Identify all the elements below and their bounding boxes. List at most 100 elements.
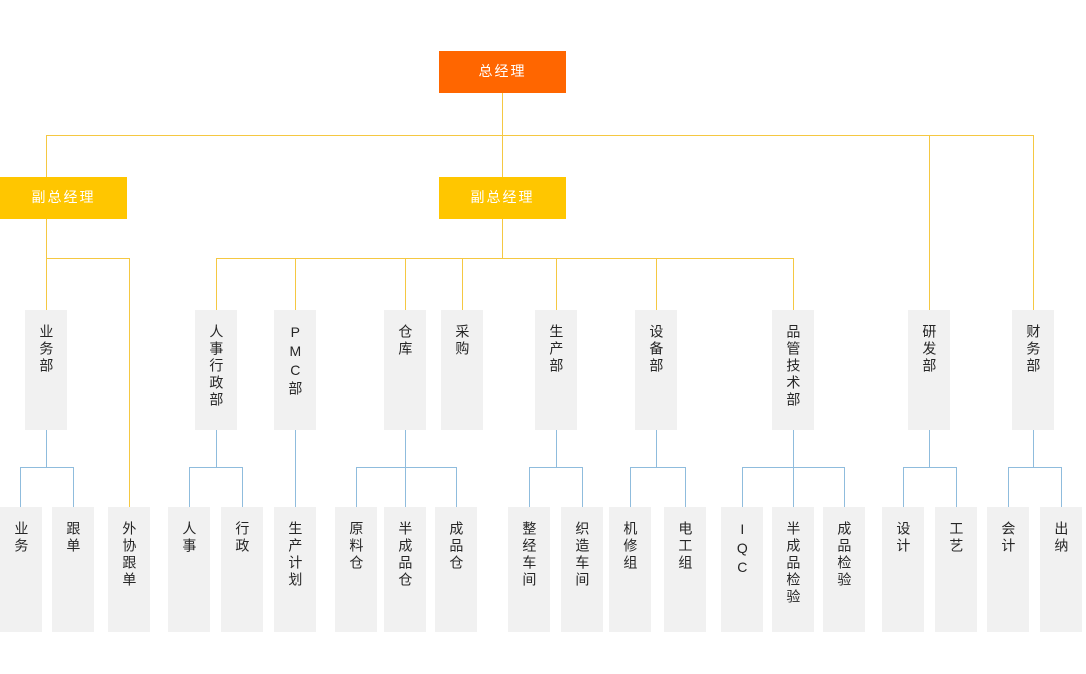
node-merchandising[interactable]: 跟单: [52, 507, 94, 632]
node-label: 设备部: [648, 324, 665, 375]
node-rd-dept[interactable]: 研发部: [908, 310, 950, 430]
connector-hr-admin-bus: [189, 467, 242, 468]
connector-dgm-mid-to-warehouse: [405, 258, 406, 310]
connector-dgm-left-to-sales-dept: [46, 258, 47, 310]
node-label: 业务部: [38, 324, 55, 375]
node-label: 财务部: [1025, 324, 1042, 375]
node-warping-shop[interactable]: 整经车间: [508, 507, 550, 632]
connector-pmc-to-prod-plan: [295, 430, 296, 507]
connector-dgm-mid-bus: [216, 258, 794, 259]
connector-qa-tech-to-semi-inspect: [793, 467, 794, 507]
connector-finance-to-accounting: [1008, 467, 1009, 507]
connector-dgm-mid-to-purchasing: [462, 258, 463, 310]
connector-warehouse-to-raw: [356, 467, 357, 507]
node-iqc[interactable]: IQC: [721, 507, 763, 632]
node-hr-admin-dept[interactable]: 人事行政部: [195, 310, 237, 430]
connector-equipment-bus: [630, 467, 685, 468]
node-equipment-dept[interactable]: 设备部: [635, 310, 677, 430]
node-label: 成品检验: [836, 521, 853, 589]
connector-dgm-mid-to-pmc: [295, 258, 296, 310]
connector-dgm-mid-to-hr-admin: [216, 258, 217, 310]
node-design[interactable]: 设计: [882, 507, 924, 632]
node-cashier[interactable]: 出纳: [1040, 507, 1082, 632]
node-pmc-dept[interactable]: PMC部: [274, 310, 316, 430]
connector-rd-bus: [903, 467, 956, 468]
node-label: IQC: [734, 521, 751, 578]
node-label: 半成品仓: [397, 521, 414, 589]
node-label: PMC部: [287, 324, 304, 398]
node-fin-inspect[interactable]: 成品检验: [823, 507, 865, 632]
connector-sales-dept-stem: [46, 430, 47, 467]
connector-sales-dept-to-sales: [20, 467, 21, 507]
node-label: 成品仓: [448, 521, 465, 572]
connector-dgm-mid-to-equipment: [656, 258, 657, 310]
node-label: 织造车间: [574, 521, 591, 589]
node-finance-dept[interactable]: 财务部: [1012, 310, 1054, 430]
connector-finance-bus: [1008, 467, 1061, 468]
node-raw-warehouse[interactable]: 原料仓: [335, 507, 377, 632]
node-label: 设计: [895, 521, 912, 555]
node-label: 跟单: [65, 521, 82, 555]
node-label: 采购: [454, 324, 471, 358]
connector-qa-tech-stem: [793, 430, 794, 467]
node-label: 生产计划: [287, 521, 304, 589]
connector-equipment-to-mech: [630, 467, 631, 507]
connector-rd-stem: [929, 430, 930, 467]
connector-rd-to-design: [903, 467, 904, 507]
node-production-dept[interactable]: 生产部: [535, 310, 577, 430]
connector-dgm-left-stem: [46, 219, 47, 259]
node-label: 行政: [234, 521, 251, 555]
connector-finance-stem: [1033, 430, 1034, 467]
connector-warehouse-bus: [356, 467, 456, 468]
node-label: 研发部: [921, 324, 938, 375]
node-semi-inspect[interactable]: 半成品检验: [772, 507, 814, 632]
node-sales-dept[interactable]: 业务部: [25, 310, 67, 430]
node-hr[interactable]: 人事: [168, 507, 210, 632]
node-label: 业务: [13, 521, 30, 555]
connector-production-to-warping: [529, 467, 530, 507]
node-label: 电工组: [677, 521, 694, 572]
connector-bus-to-finance: [1033, 135, 1034, 310]
node-label: 工艺: [948, 521, 965, 555]
node-label: 整经车间: [521, 521, 538, 589]
connector-warehouse-stem: [405, 430, 406, 467]
connector-hr-admin-to-admin: [242, 467, 243, 507]
node-weaving-shop[interactable]: 织造车间: [561, 507, 603, 632]
node-label: 出纳: [1053, 521, 1070, 555]
node-label: 会计: [1000, 521, 1017, 555]
connector-sales-dept-bus: [20, 467, 73, 468]
node-accounting[interactable]: 会计: [987, 507, 1029, 632]
node-warehouse[interactable]: 仓库: [384, 310, 426, 430]
node-label: 副总经理: [31, 189, 96, 206]
node-admin[interactable]: 行政: [221, 507, 263, 632]
connector-dgm-mid-stem: [502, 219, 503, 259]
node-general-manager[interactable]: 总经理: [439, 51, 566, 93]
node-label: 副总经理: [470, 189, 535, 206]
node-qa-tech-dept[interactable]: 品管技术部: [772, 310, 814, 430]
node-sales[interactable]: 业务: [0, 507, 42, 632]
node-deputy-gm-mid[interactable]: 副总经理: [439, 177, 566, 219]
node-prod-plan[interactable]: 生产计划: [274, 507, 316, 632]
node-fin-warehouse[interactable]: 成品仓: [435, 507, 477, 632]
connector-bus-to-dgm-left: [46, 135, 47, 178]
node-deputy-gm-left[interactable]: 副总经理: [0, 177, 127, 219]
node-process[interactable]: 工艺: [935, 507, 977, 632]
connector-production-to-weaving: [582, 467, 583, 507]
connector-sales-dept-to-merchandising: [73, 467, 74, 507]
connector-hr-admin-stem: [216, 430, 217, 467]
node-label: 人事: [181, 521, 198, 555]
node-electrician[interactable]: 电工组: [664, 507, 706, 632]
connector-qa-tech-to-fin-inspect: [844, 467, 845, 507]
node-mech-repair[interactable]: 机修组: [609, 507, 651, 632]
connector-warehouse-to-fin: [456, 467, 457, 507]
connector-dgm-left-bus: [46, 258, 130, 259]
connector-bus-to-dgm-mid: [502, 135, 503, 178]
node-purchasing[interactable]: 采购: [441, 310, 483, 430]
connector-main-bus: [46, 135, 1034, 136]
connector-dgm-mid-to-qa-tech: [793, 258, 794, 310]
node-label: 半成品检验: [785, 521, 802, 606]
node-semi-warehouse[interactable]: 半成品仓: [384, 507, 426, 632]
connector-dgm-left-to-outsourcing: [129, 258, 130, 507]
node-outsourcing[interactable]: 外协跟单: [108, 507, 150, 632]
